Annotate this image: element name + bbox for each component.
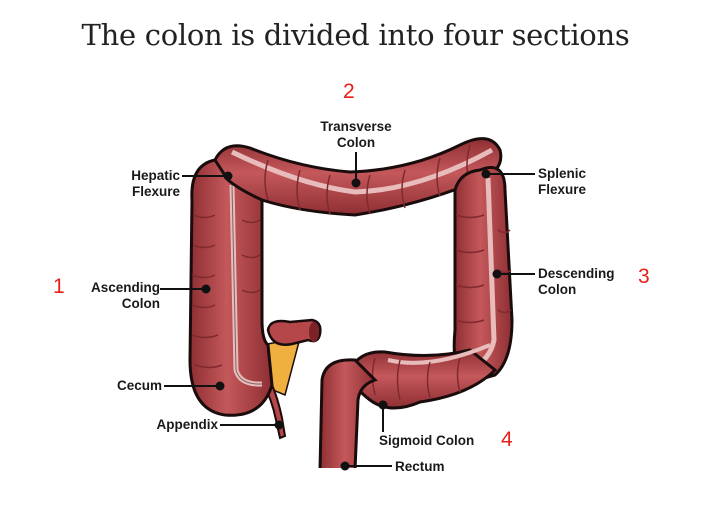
label-sigmoid-colon: Sigmoid Colon [379,433,474,449]
section-number-2: 2 [343,80,355,103]
label-line: Ascending [90,280,160,295]
label-line: Transverse [320,119,392,134]
label-transverse-colon: Transverse Colon [308,119,404,151]
diagram-title: The colon is divided into four sections [81,18,630,52]
label-line: Flexure [131,184,180,199]
section-number-4: 4 [501,428,513,451]
label-line: Descending [538,266,615,281]
label-line: Appendix [156,417,218,432]
transverse-colon-shape [213,137,503,217]
label-line: Sigmoid Colon [379,433,475,448]
label-ascending-colon: Ascending Colon [70,280,160,312]
section-number-3: 3 [638,265,650,288]
label-line: Splenic [538,166,587,181]
label-descending-colon: Descending Colon [538,266,615,298]
label-line: Colon [538,282,577,297]
ileum-shape [266,318,322,346]
label-rectum: Rectum [395,459,445,475]
label-hepatic-flexure: Hepatic Flexure [110,168,180,200]
label-splenic-flexure: Splenic Flexure [538,166,586,198]
label-line: Hepatic [131,168,180,183]
label-line: Colon [336,135,376,150]
label-appendix: Appendix [130,417,218,433]
rectum-shape [318,358,378,472]
label-line: Cecum [116,378,162,393]
label-cecum: Cecum [90,378,162,394]
label-line: Flexure [538,182,587,197]
section-number-1: 1 [53,275,65,298]
label-line: Rectum [395,459,445,474]
label-line: Colon [121,296,160,311]
